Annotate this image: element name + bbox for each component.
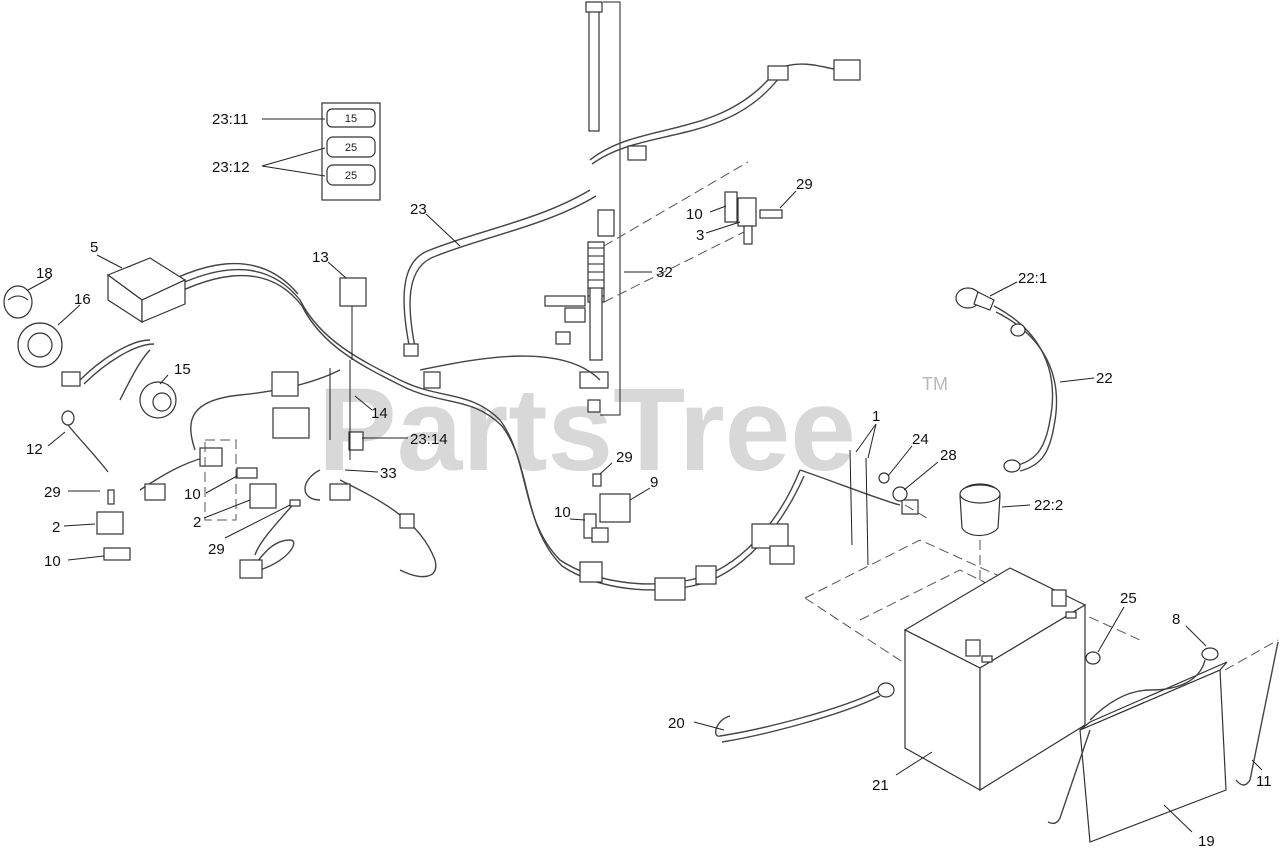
callout-22-1: 22:1 [1018,270,1047,287]
callout-11: 11 [1256,773,1272,790]
fuse-block: 15 25 25 [321,102,381,201]
callout-25: 25 [1120,590,1137,607]
callout-9: 9 [650,474,658,491]
callout-22-2: 22:2 [1034,497,1063,514]
callout-10-left: 10 [44,553,61,570]
callout-29-mid-left: 29 [208,541,225,558]
callout-28: 28 [940,447,957,464]
fuse-25a-label: 25 [345,142,357,154]
callout-10-mid-left: 10 [184,486,201,503]
callout-23-14: 23:14 [410,431,448,448]
callout-23: 23 [410,201,427,218]
callout-15: 15 [174,361,191,378]
callout-29-left: 29 [44,484,61,501]
callout-33: 33 [380,465,397,482]
callout-3: 3 [696,227,704,244]
callout-12: 12 [26,441,43,458]
callout-19: 19 [1198,833,1215,850]
callout-16: 16 [74,291,91,308]
callout-5: 5 [90,239,98,256]
watermark-tm: TM [922,374,948,394]
callout-29-center: 29 [616,449,633,466]
callout-23-12: 23:12 [212,159,250,176]
callout-20: 20 [668,715,685,732]
bracket-3 [724,191,783,245]
callout-1: 1 [872,408,880,425]
callout-23-11: 23:11 [212,111,248,128]
fuse-15-label: 15 [345,113,357,125]
callout-29-upper-right: 29 [796,176,813,193]
callout-10-upper-right: 10 [686,206,703,223]
rod-assembly [544,1,621,416]
callout-32: 32 [656,264,673,281]
callout-2-mid-left: 2 [193,514,201,531]
callout-21: 21 [872,777,889,794]
callout-24: 24 [912,431,929,448]
callout-13: 13 [312,249,329,266]
battery-21 [903,567,1087,792]
callout-8: 8 [1172,611,1180,628]
fuse-25b-label: 25 [345,170,357,182]
callout-18: 18 [36,265,53,282]
callout-14: 14 [371,405,388,422]
module-5 [106,257,187,324]
callout-2-left: 2 [52,519,60,536]
callout-10-center: 10 [554,504,571,521]
callout-22: 22 [1096,370,1113,387]
